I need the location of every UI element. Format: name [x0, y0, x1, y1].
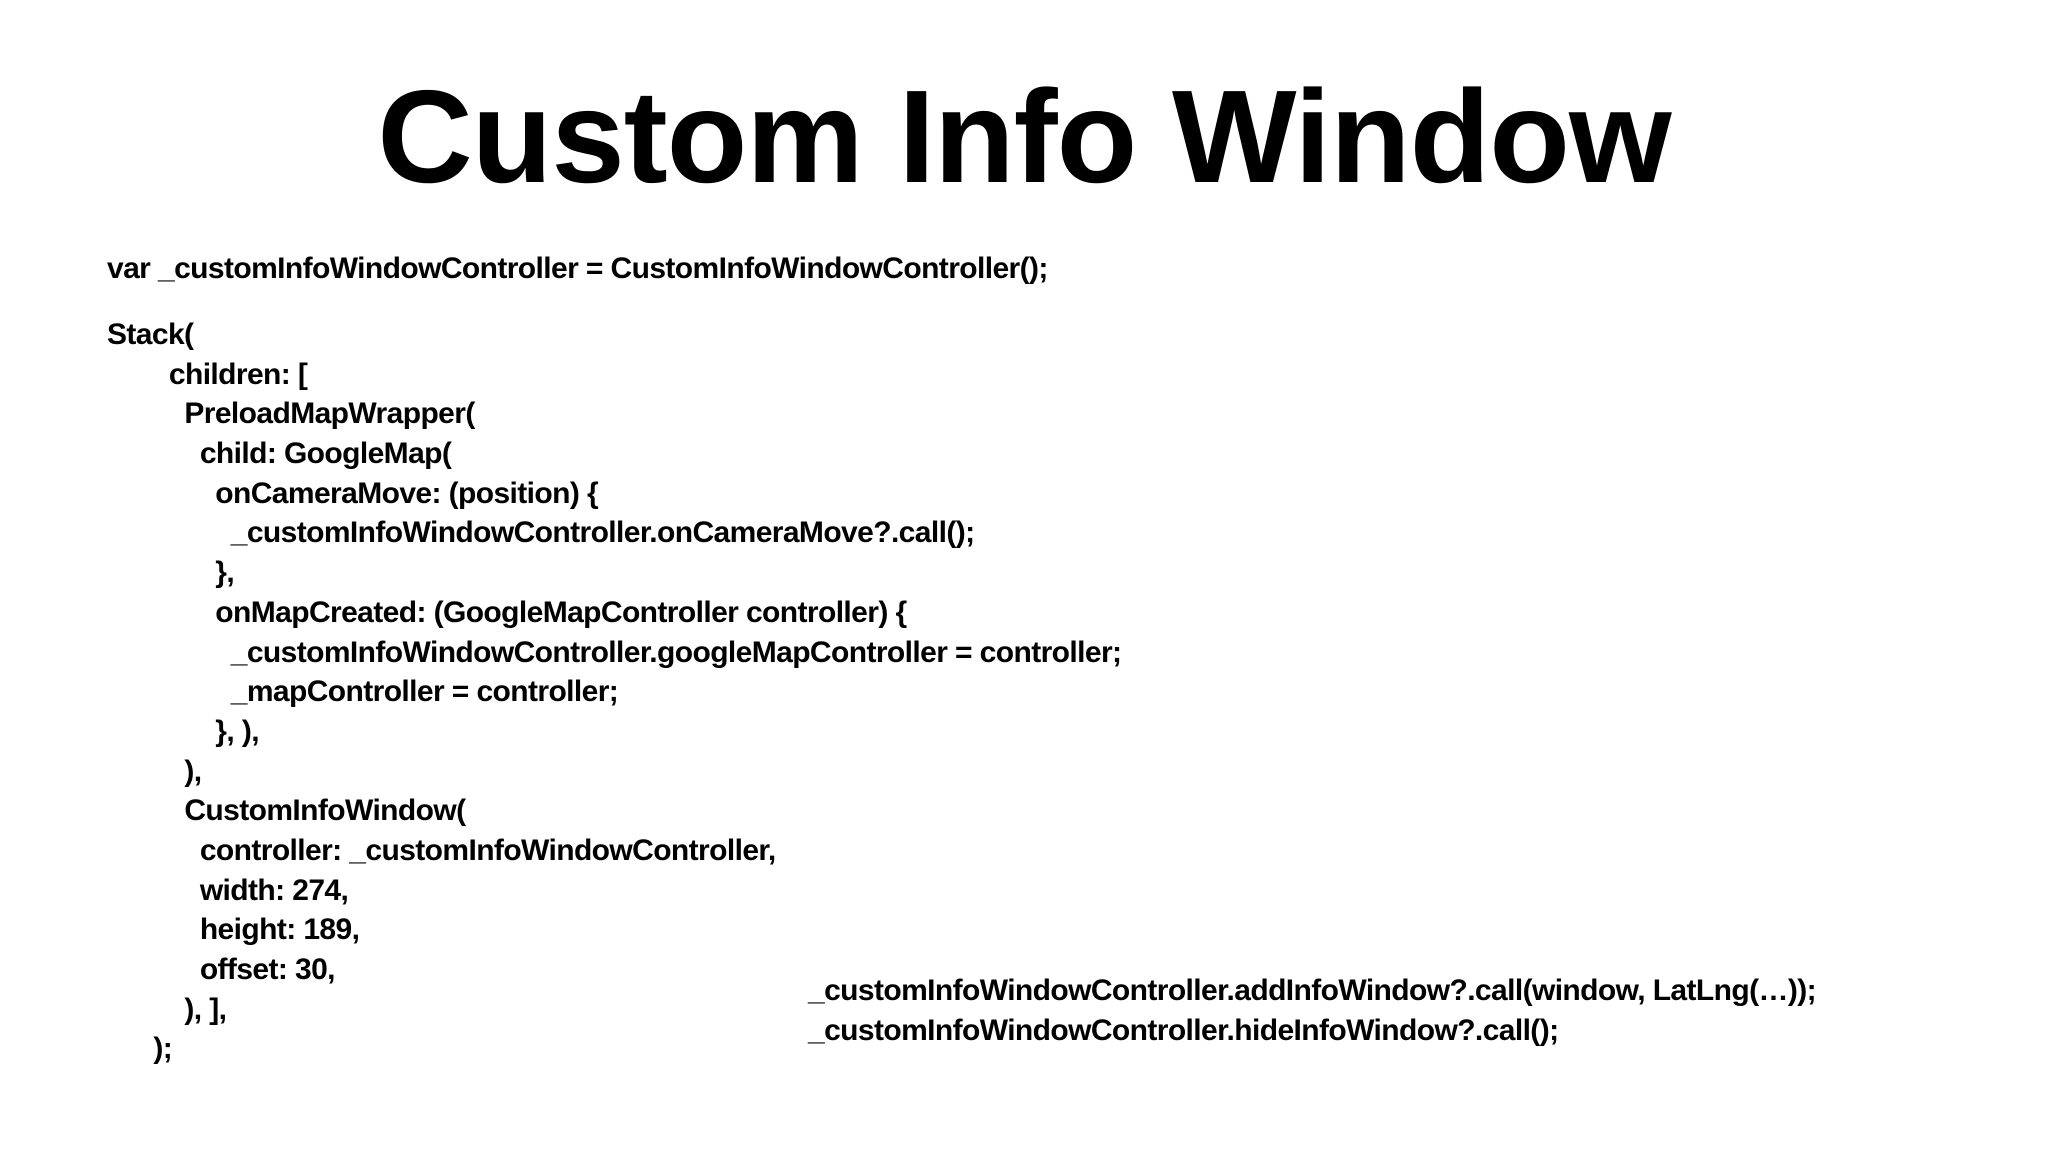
code-line: width: 274,	[107, 873, 349, 907]
code-line: children: [	[107, 357, 308, 391]
code-line: }, ),	[107, 714, 259, 748]
code-line: height: 189,	[107, 913, 360, 947]
code-line: CustomInfoWindow(	[107, 794, 466, 828]
code-line: controller: _customInfoWindowController,	[107, 833, 776, 867]
code-line: Stack(	[107, 318, 194, 351]
code-line: child: GoogleMap(	[107, 437, 452, 471]
code-line: ), ],	[107, 992, 227, 1026]
code-line: );	[107, 1032, 173, 1066]
code-line: PreloadMapWrapper(	[107, 397, 475, 431]
code-line: _customInfoWindowController.onCameraMove…	[107, 516, 975, 550]
code-line: ),	[107, 754, 202, 788]
hide-info-window-call: _customInfoWindowController.hideInfoWind…	[808, 1013, 1559, 1047]
code-line: _mapController = controller;	[107, 675, 619, 709]
code-line: _customInfoWindowController.googleMapCon…	[107, 635, 1122, 669]
code-line: },	[107, 556, 235, 590]
stack-code-block: Stack( children: [ PreloadMapWrapper( ch…	[107, 318, 1122, 1074]
code-line: onMapCreated: (GoogleMapController contr…	[107, 595, 907, 629]
slide-title: Custom Info Window	[377, 63, 1671, 210]
code-line: offset: 30,	[107, 953, 336, 986]
code-line: onCameraMove: (position) {	[107, 476, 599, 510]
add-info-window-call: _customInfoWindowController.addInfoWindo…	[808, 974, 1817, 1007]
controller-declaration: var _customInfoWindowController = Custom…	[107, 252, 1048, 285]
usage-code-block: _customInfoWindowController.addInfoWindo…	[808, 974, 1817, 1055]
